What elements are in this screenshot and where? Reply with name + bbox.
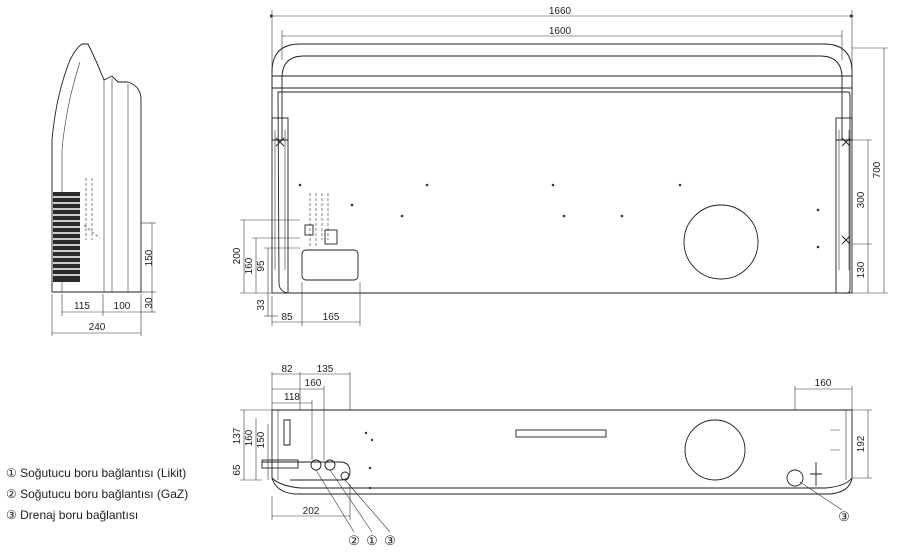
side-dim-240: 240 xyxy=(89,322,106,333)
front-dim-200: 200 xyxy=(232,247,243,264)
front-dim-1660: 1660 xyxy=(549,6,572,17)
front-mount-dots xyxy=(298,183,820,249)
front-dim-300: 300 xyxy=(856,191,867,208)
top-dim-150: 150 xyxy=(256,431,267,448)
front-dim-95: 95 xyxy=(256,260,267,272)
pipe-liquid xyxy=(310,459,322,471)
callout-1: ① xyxy=(366,533,378,548)
top-dim-65: 65 xyxy=(232,464,243,476)
front-fan-circle xyxy=(683,204,759,280)
side-dim-150: 150 xyxy=(144,249,155,266)
front-dim-160: 160 xyxy=(244,257,255,274)
drain-port-right xyxy=(786,469,804,487)
top-dim-202: 202 xyxy=(303,506,320,517)
legend-item-liquid: ① Soğutucu boru bağlantısı (Likit) xyxy=(6,463,188,484)
top-dim-160: 160 xyxy=(305,378,322,389)
top-dim-82: 82 xyxy=(281,364,293,375)
top-right-dim-192: 192 xyxy=(856,435,867,452)
front-view xyxy=(240,10,888,326)
legend: ① Soğutucu boru bağlantısı (Likit) ② Soğ… xyxy=(6,463,188,526)
top-dim-160-vertical: 160 xyxy=(244,429,255,446)
legend-number: ① xyxy=(6,466,17,480)
top-dim-118: 118 xyxy=(284,392,300,403)
front-dim-85: 85 xyxy=(281,312,293,323)
top-view xyxy=(240,372,872,533)
top-dim-137: 137 xyxy=(232,427,243,444)
callout-2: ② xyxy=(348,533,360,548)
legend-item-gas: ② Soğutucu boru bağlantısı (GaZ) xyxy=(6,484,188,505)
legend-text: Drenaj boru bağlantısı xyxy=(20,508,139,522)
top-right-dim-160: 160 xyxy=(815,378,832,389)
front-dim-165: 165 xyxy=(323,312,340,323)
legend-number: ③ xyxy=(6,508,17,522)
side-dim-30: 30 xyxy=(144,297,155,309)
callout-3-right: ③ xyxy=(838,509,850,524)
front-dim-700: 700 xyxy=(872,161,883,178)
legend-number: ② xyxy=(6,487,17,501)
side-vent-grille xyxy=(53,192,80,282)
callout-3: ③ xyxy=(384,533,396,548)
top-dim-135: 135 xyxy=(317,364,334,375)
front-dim-1600: 1600 xyxy=(549,26,572,37)
front-pipe-box xyxy=(301,249,359,281)
top-fan-circle xyxy=(684,419,746,481)
legend-text: Soğutucu boru bağlantısı (Likit) xyxy=(20,466,187,480)
side-dim-100: 100 xyxy=(114,301,131,312)
drain-port xyxy=(340,471,350,481)
front-dim-33: 33 xyxy=(256,299,267,311)
top-slot xyxy=(515,429,607,438)
pipe-gas xyxy=(324,459,336,471)
legend-text: Soğutucu boru bağlantısı (GaZ) xyxy=(20,487,189,501)
side-dim-115: 115 xyxy=(74,301,90,312)
side-view xyxy=(51,43,156,336)
front-dim-130: 130 xyxy=(856,261,867,278)
legend-item-drain: ③ Drenaj boru bağlantısı xyxy=(6,505,188,526)
